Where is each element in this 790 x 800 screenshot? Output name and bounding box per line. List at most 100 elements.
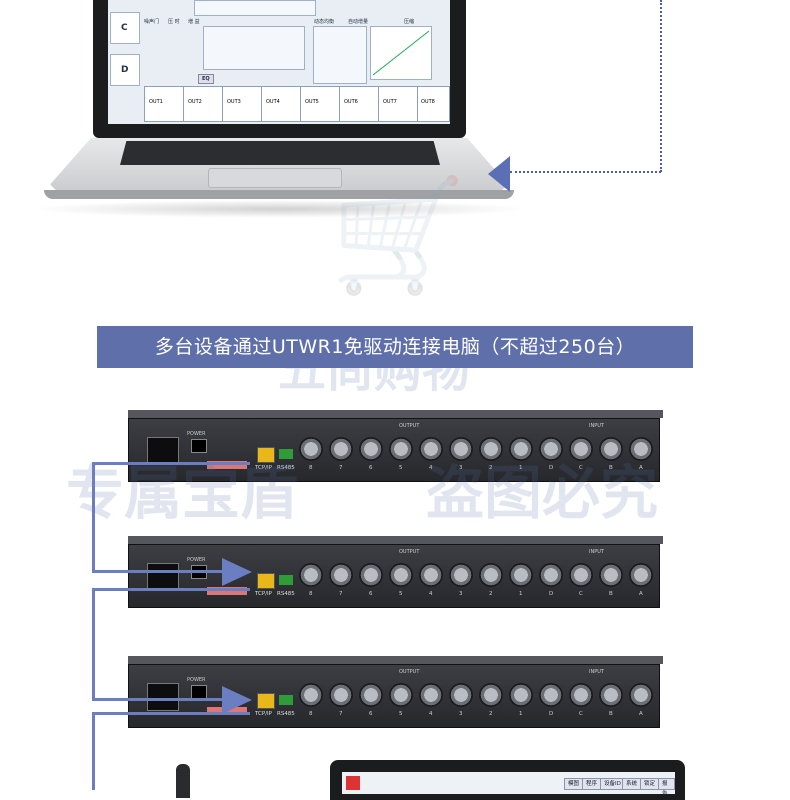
tablet-btn-6[interactable]: 报告 <box>658 778 675 797</box>
output-panel-8[interactable]: OUT8 <box>417 86 450 122</box>
output-number-label: 1 <box>519 465 523 471</box>
output-panel-2[interactable]: OUT2 <box>183 86 223 122</box>
input-letter-label: A <box>639 711 643 717</box>
tcp-ip-port[interactable] <box>257 447 275 463</box>
app-logo-icon <box>346 776 360 790</box>
chain-line-1-vertical <box>92 462 95 572</box>
xlr-output-8[interactable] <box>299 683 323 707</box>
xlr-output-3[interactable] <box>449 563 473 587</box>
eq-button[interactable]: EQ <box>198 74 214 84</box>
output-number-label: 1 <box>519 711 523 717</box>
xlr-output-3[interactable] <box>449 437 473 461</box>
xlr-input-b[interactable] <box>599 563 623 587</box>
tablet-screen: 模图 程序 设备ID 系统 锁定 报告 <box>342 772 675 797</box>
xlr-output-5[interactable] <box>389 437 413 461</box>
xlr-output-6[interactable] <box>359 437 383 461</box>
power-inlet-icon <box>147 563 179 591</box>
output-number-label: 8 <box>309 711 313 717</box>
tablet-btn-2[interactable]: 程序 <box>582 778 602 790</box>
output-panel-7[interactable]: OUT7 <box>378 86 418 122</box>
output-number-label: 4 <box>429 591 433 597</box>
output-panel-6[interactable]: OUT6 <box>339 86 379 122</box>
tcp-ip-port[interactable] <box>257 693 275 709</box>
xlr-input-c[interactable] <box>569 437 593 461</box>
power-switch[interactable] <box>191 439 207 453</box>
output-number-label: 5 <box>399 591 403 597</box>
rs485-port[interactable] <box>279 575 293 585</box>
input-section-label: INPUT <box>589 549 604 555</box>
xlr-output-4[interactable] <box>419 563 443 587</box>
xlr-output-2[interactable] <box>479 683 503 707</box>
xlr-input-a[interactable] <box>629 563 653 587</box>
usb-dotted-line-horizontal <box>510 171 661 173</box>
tablet-btn-5[interactable]: 锁定 <box>640 778 660 790</box>
xlr-output-7[interactable] <box>329 563 353 587</box>
xlr-output-6[interactable] <box>359 563 383 587</box>
xlr-output-2[interactable] <box>479 437 503 461</box>
xlr-output-4[interactable] <box>419 683 443 707</box>
tablet-btn-1[interactable]: 模图 <box>564 778 584 790</box>
xlr-output-8[interactable] <box>299 437 323 461</box>
xlr-input-a[interactable] <box>629 683 653 707</box>
output-number-label: 8 <box>309 465 313 471</box>
xlr-input-b[interactable] <box>599 437 623 461</box>
input-letter-label: B <box>609 591 613 597</box>
channel-d-panel[interactable]: D <box>110 54 140 86</box>
xlr-output-6[interactable] <box>359 683 383 707</box>
xlr-input-b[interactable] <box>599 683 623 707</box>
output-label-8: OUT8 <box>421 99 435 105</box>
xlr-output-3[interactable] <box>449 683 473 707</box>
xlr-input-d[interactable] <box>539 437 563 461</box>
power-inlet-icon <box>147 683 179 711</box>
chain-line-2-top <box>92 588 250 591</box>
xlr-output-7[interactable] <box>329 437 353 461</box>
power-switch[interactable] <box>191 685 207 699</box>
chain-line-1-top <box>92 462 250 465</box>
input-letter-label: D <box>549 711 554 717</box>
output-label-6: OUT6 <box>344 99 358 105</box>
chain-line-2-vertical <box>92 588 95 700</box>
xlr-output-1[interactable] <box>509 563 533 587</box>
xlr-output-2[interactable] <box>479 563 503 587</box>
xlr-output-5[interactable] <box>389 683 413 707</box>
watermark-line2-left: 专属宝盾 <box>66 459 299 527</box>
channel-c-panel[interactable]: C <box>110 12 140 44</box>
tcp-ip-port[interactable] <box>257 573 275 589</box>
xlr-output-5[interactable] <box>389 563 413 587</box>
output-panel-3[interactable]: OUT3 <box>222 86 262 122</box>
xlr-output-4[interactable] <box>419 437 443 461</box>
output-number-label: 6 <box>369 591 373 597</box>
serial-sticker <box>207 461 247 469</box>
xlr-input-c[interactable] <box>569 563 593 587</box>
output-panel-4[interactable]: OUT4 <box>261 86 301 122</box>
output-label-7: OUT7 <box>383 99 397 105</box>
rs485-port[interactable] <box>279 449 293 459</box>
xlr-output-7[interactable] <box>329 683 353 707</box>
laptop-screen: C D 噪声门 压 时 増 益 动态均衡 自动增量 压缩 EQ OUT1 OUT… <box>108 0 450 124</box>
input-letter-label: A <box>639 465 643 471</box>
rs485-port[interactable] <box>279 695 293 705</box>
xlr-input-a[interactable] <box>629 437 653 461</box>
rs485-label: RS485 <box>277 711 295 717</box>
output-panel-1[interactable]: OUT1 <box>144 86 184 122</box>
xlr-input-d[interactable] <box>539 683 563 707</box>
channel-d-label: D <box>121 65 129 75</box>
serial-sticker <box>207 587 247 595</box>
chain-line-3-top <box>92 712 250 715</box>
output-number-label: 2 <box>489 711 493 717</box>
xlr-output-1[interactable] <box>509 437 533 461</box>
xlr-input-d[interactable] <box>539 563 563 587</box>
input-letter-label: C <box>579 591 583 597</box>
output-number-label: 3 <box>459 465 463 471</box>
wireless-antenna <box>176 764 190 798</box>
power-label: POWER <box>187 677 206 683</box>
output-number-label: 5 <box>399 711 403 717</box>
output-panel-5[interactable]: OUT5 <box>300 86 340 122</box>
xlr-output-8[interactable] <box>299 563 323 587</box>
xlr-input-c[interactable] <box>569 683 593 707</box>
tablet-btn-4[interactable]: 系统 <box>622 778 642 790</box>
output-section-label: OUTPUT <box>399 549 420 555</box>
xlr-output-1[interactable] <box>509 683 533 707</box>
